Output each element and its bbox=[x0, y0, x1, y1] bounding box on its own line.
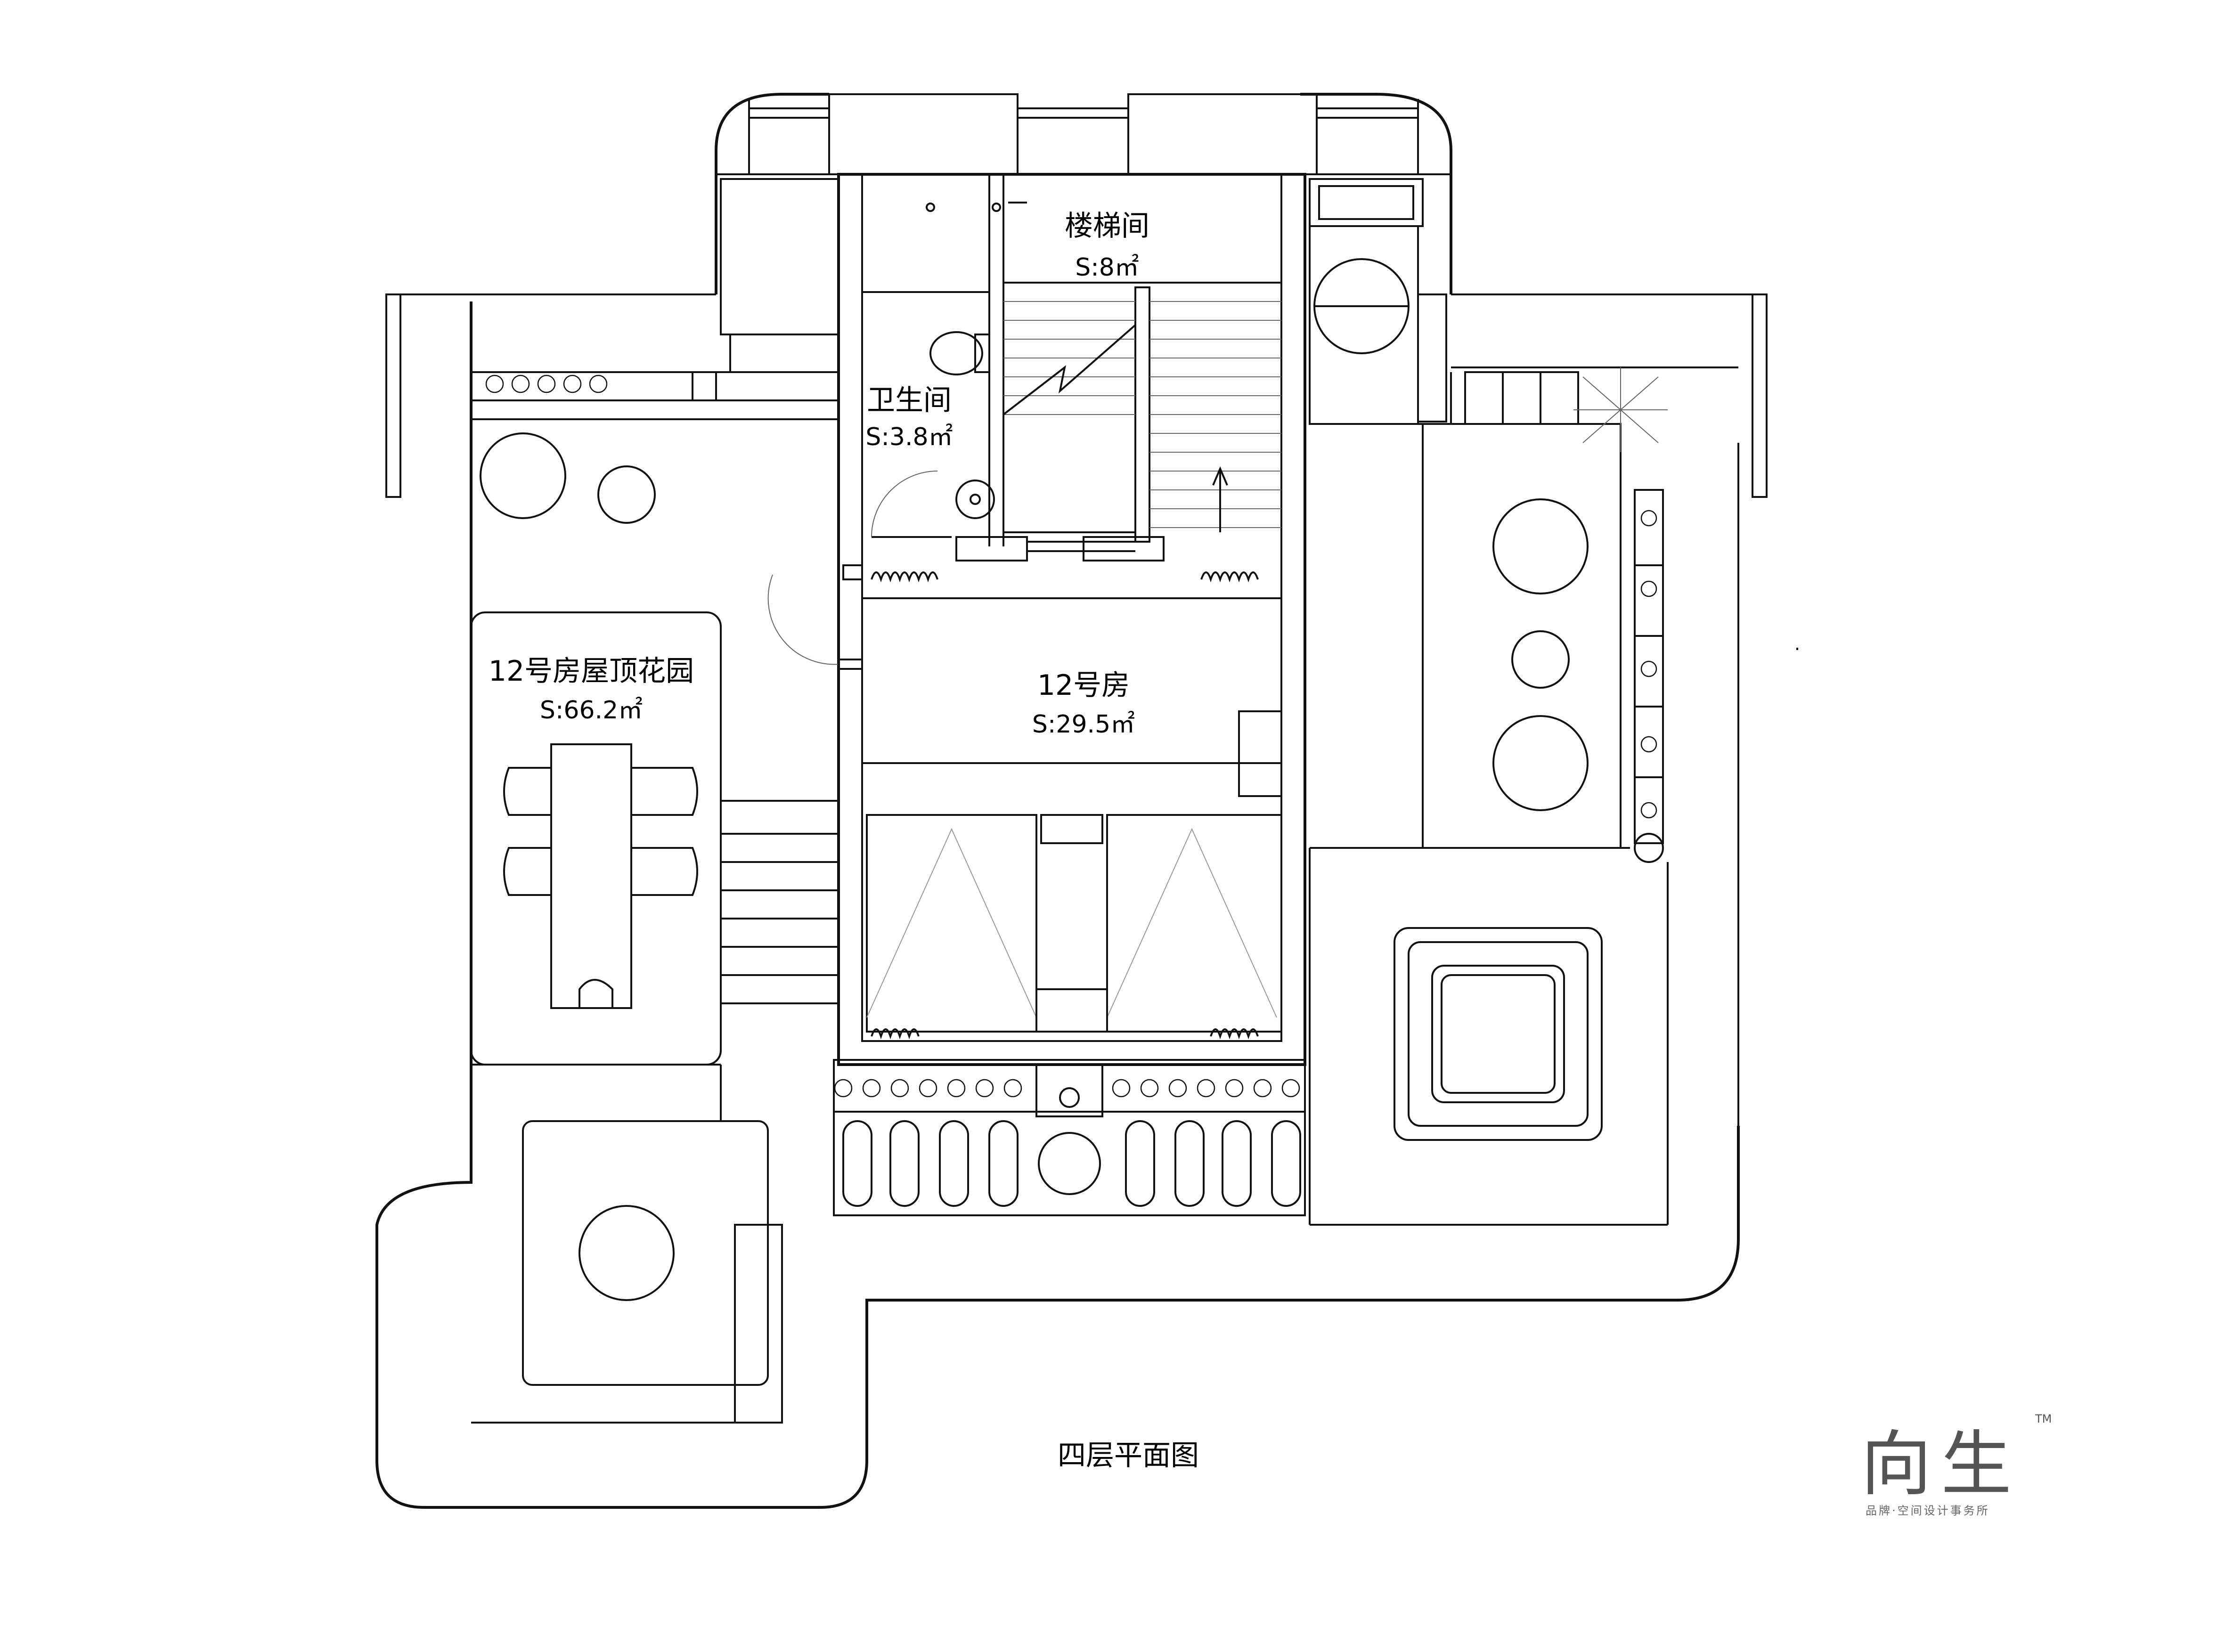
room-area-stair: S:8㎡ bbox=[1075, 253, 1139, 282]
outer-boundary bbox=[375, 301, 1740, 1509]
shrub-strip-top bbox=[485, 374, 608, 393]
plan-title: 四层平面图 bbox=[1058, 1439, 1199, 1472]
staircase bbox=[955, 282, 1281, 562]
room-area-bedroom: S:29.5㎡ bbox=[1032, 710, 1135, 739]
dining-table bbox=[550, 743, 632, 1009]
logo-tagline: 品牌·空间设计事务所 bbox=[1866, 1504, 1990, 1517]
brand-logo: 向生 TM 品牌·空间设计事务所 bbox=[1861, 1412, 2052, 1517]
tree-icon bbox=[1573, 367, 1668, 452]
room-name-bath: 卫生间 bbox=[867, 384, 952, 417]
lower-planter bbox=[833, 1059, 1306, 1216]
room-area-bath: S:3.8㎡ bbox=[865, 423, 953, 451]
right-terrace bbox=[1309, 178, 1738, 1226]
logo-mark: 向生 bbox=[1861, 1424, 2021, 1506]
entry-door bbox=[767, 564, 863, 670]
shrub-strip-right bbox=[1640, 510, 1657, 819]
building-walls bbox=[716, 173, 1451, 1066]
bedroom-furniture bbox=[862, 710, 1282, 1033]
room-name-bedroom: 12号房 bbox=[1037, 669, 1130, 702]
sink-icon bbox=[955, 480, 995, 519]
bathroom bbox=[862, 174, 1027, 546]
curtain-rails bbox=[862, 571, 1281, 1040]
logo-tm: TM bbox=[2035, 1412, 2052, 1425]
top-roof-outline bbox=[715, 93, 1452, 294]
left-niche bbox=[692, 178, 839, 401]
toilet-icon bbox=[929, 331, 983, 375]
room-name-garden: 12号房屋顶花园 bbox=[489, 655, 694, 688]
side-parapets bbox=[385, 293, 1768, 498]
roof-garden bbox=[470, 371, 839, 1424]
room-name-stair: 楼梯间 bbox=[1065, 210, 1149, 243]
shrub-strip-bottom bbox=[834, 1079, 1300, 1098]
room-area-garden: S:66.2㎡ bbox=[540, 696, 643, 724]
right-planter bbox=[1634, 489, 1664, 863]
